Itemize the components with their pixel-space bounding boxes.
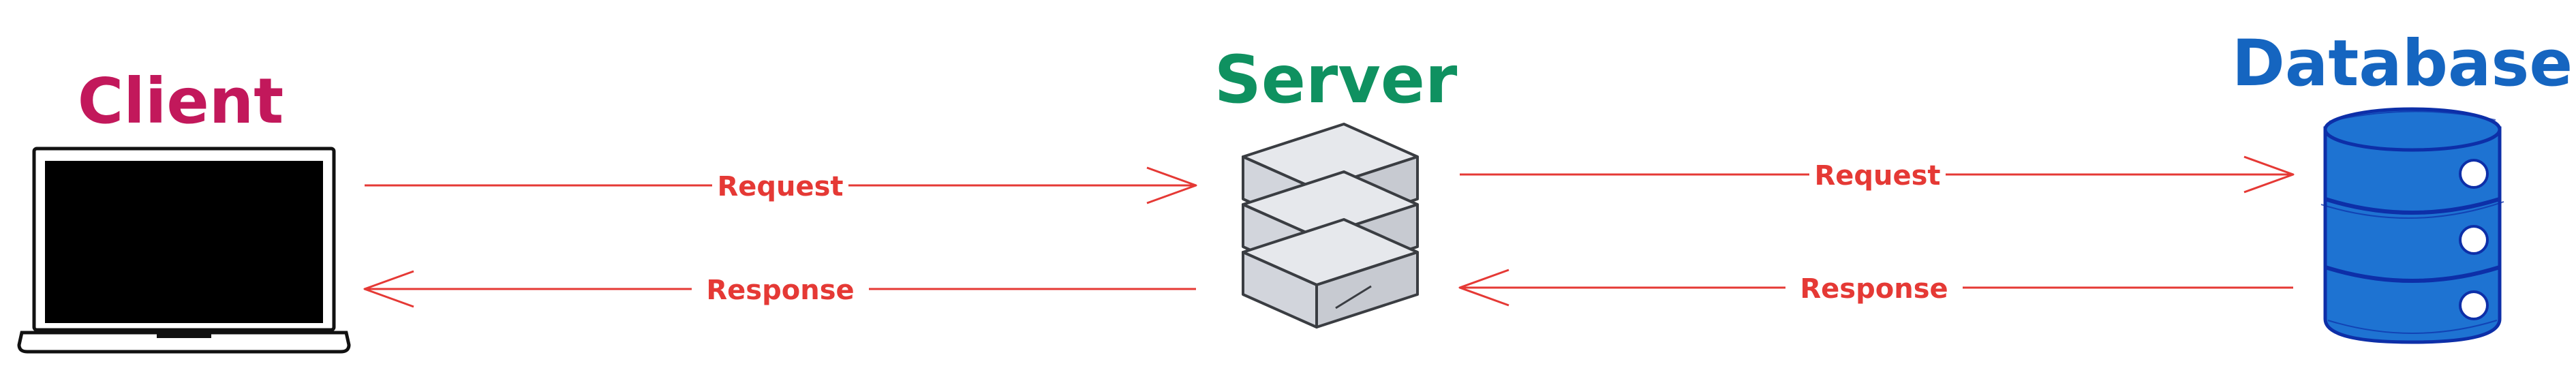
arrowhead (2243, 155, 2295, 194)
database-top (2323, 107, 2502, 152)
database-band-1 (2325, 197, 2500, 215)
laptop-icon (17, 147, 351, 354)
arrowhead (363, 270, 414, 308)
edge-server-to-client: Response (363, 270, 1196, 308)
arrowhead (1458, 269, 1509, 307)
laptop-notch (157, 333, 211, 338)
laptop-base (17, 331, 351, 354)
database-indicator-1 (2459, 159, 2489, 189)
edge-client-to-server: Request (365, 166, 1197, 204)
database-icon (2320, 107, 2504, 344)
edge-server-to-database: Request (1460, 155, 2295, 194)
edge-database-to-server: Response (1458, 269, 2293, 307)
arrowhead (1146, 166, 1197, 204)
database-indicator-3 (2459, 290, 2489, 320)
server-stack-icon (1242, 123, 1419, 329)
database-sketch-stroke (2320, 110, 2504, 334)
edge-label: Response (706, 275, 854, 306)
database-body (2323, 126, 2502, 344)
client-title: Client (78, 65, 283, 138)
server-unit (1242, 218, 1419, 329)
edge-label: Response (1800, 273, 1948, 305)
database-title: Database (2232, 27, 2573, 101)
server-unit-slot (1335, 285, 1372, 309)
edge-label: Request (717, 171, 843, 202)
database-indicator-2 (2459, 225, 2489, 255)
laptop-screen (45, 161, 323, 323)
database-band-2 (2325, 265, 2500, 283)
edge-label: Request (1814, 160, 1940, 192)
server-title: Server (1214, 42, 1458, 118)
